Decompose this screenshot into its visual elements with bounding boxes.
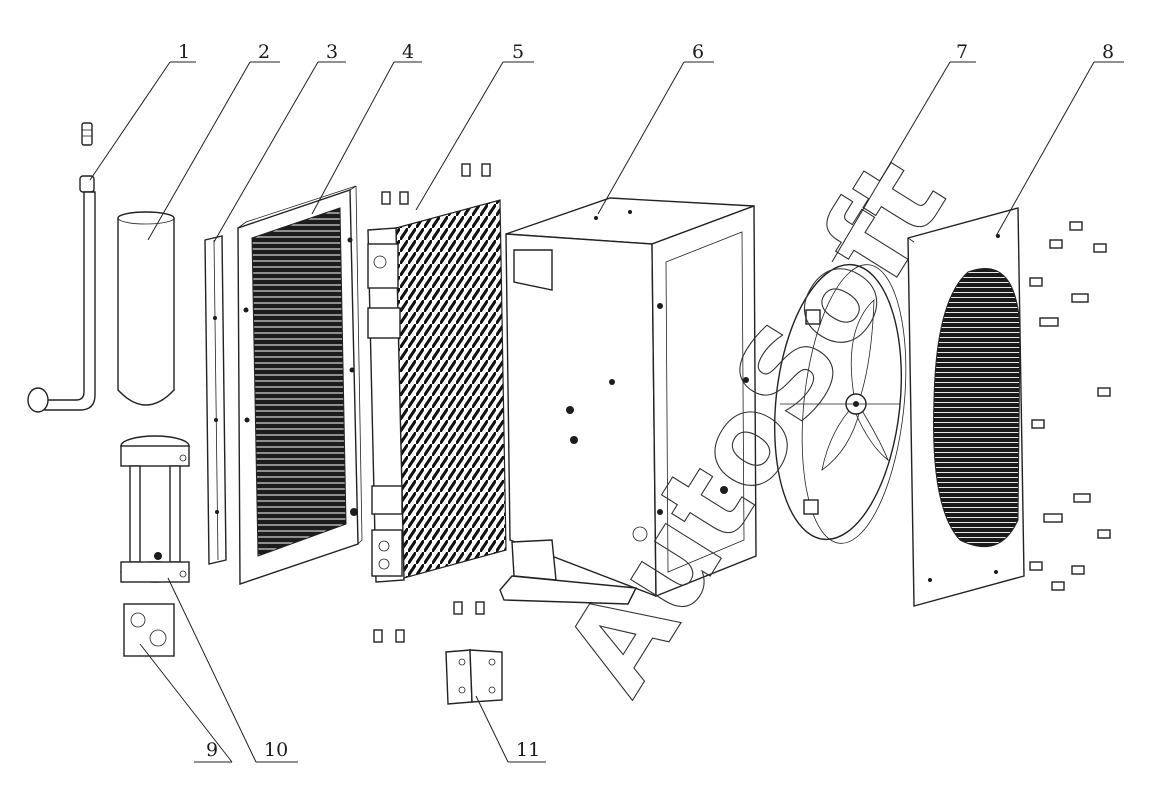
callout-8: 8 — [1102, 41, 1114, 63]
callout-5: 5 — [512, 41, 524, 63]
part-11-hinge-bracket — [373, 601, 503, 705]
callout-9: 9 — [206, 739, 218, 761]
callout-4: 4 — [402, 41, 414, 63]
screw-set — [1029, 221, 1111, 591]
callout-6: 6 — [692, 41, 704, 63]
part-9-mount-plate — [123, 603, 175, 657]
part-2-drier-cylinder — [117, 211, 175, 406]
callout-11: 11 — [516, 739, 540, 761]
callout-3: 3 — [326, 41, 338, 63]
part-1-pipe — [27, 122, 96, 413]
part-3-seal-strip — [204, 235, 227, 565]
callout-labels: 1 2 3 4 5 6 7 8 9 10 11 — [178, 41, 1114, 761]
part-8-grille-plate — [907, 207, 1111, 607]
callout-2: 2 — [258, 41, 270, 63]
callout-leaders — [89, 61, 1124, 763]
callout-7: 7 — [956, 41, 968, 63]
callout-1: 1 — [178, 41, 190, 63]
part-10-drier-bracket — [120, 435, 190, 583]
part-4-condenser-frame — [237, 185, 363, 585]
part-6-housing — [499, 197, 757, 605]
part-7-fan — [773, 263, 907, 544]
part-5-radiator-core — [367, 163, 507, 583]
callout-10: 10 — [264, 739, 288, 761]
